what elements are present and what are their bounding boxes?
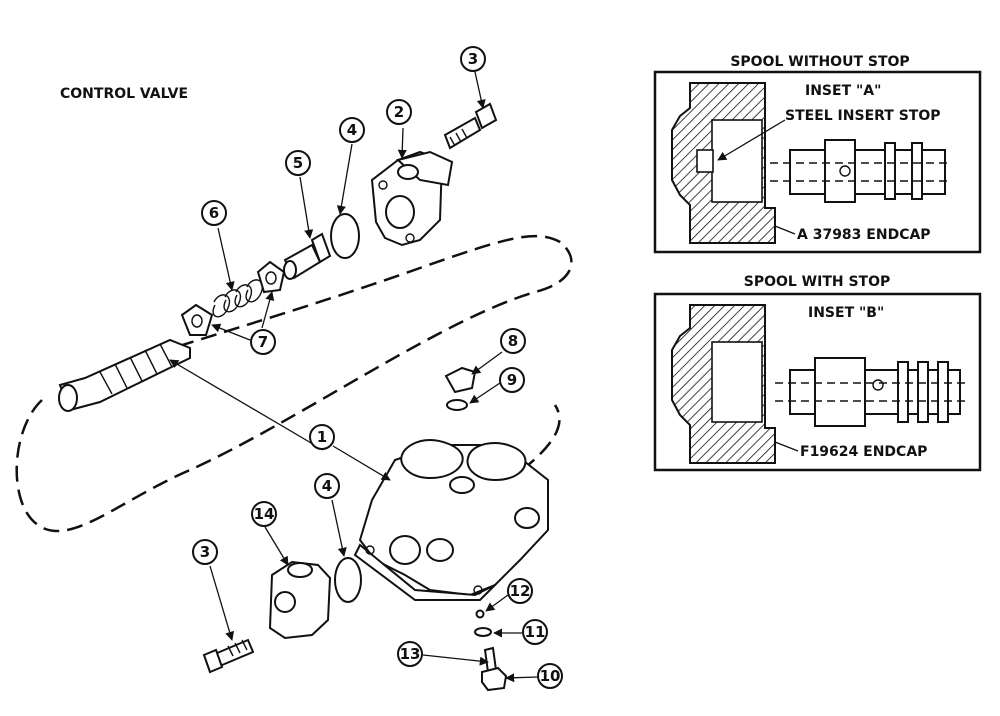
svg-text:6: 6 [209, 204, 219, 222]
inset-a-spool [770, 139, 950, 203]
svg-text:14: 14 [254, 505, 275, 523]
inset-a-steel-insert [696, 149, 714, 173]
o-ring-4-upper [330, 213, 360, 259]
valve-body-1 [353, 438, 549, 601]
bolt-3-upper [443, 102, 498, 150]
inset-b-bore [711, 341, 763, 423]
inset-a-label: INSET "A" [805, 83, 881, 99]
inset-b-endcap-label: F19624 ENDCAP [800, 444, 927, 460]
washer-11 [474, 627, 492, 637]
callout-5: 5 [285, 150, 311, 176]
washer-7-b [256, 260, 286, 294]
inset-b-spool [775, 357, 965, 427]
inset-a: SPOOL WITHOUT STOP INSET "A" STEEL INSER… [653, 54, 982, 254]
svg-text:13: 13 [400, 645, 421, 663]
alignment-loop-lower [521, 404, 561, 471]
inset-b-heading: SPOOL WITH STOP [744, 274, 891, 290]
o-ring-4-lower [334, 557, 362, 603]
callout-8: 8 [500, 328, 526, 354]
svg-text:8: 8 [508, 332, 518, 350]
svg-text:10: 10 [540, 667, 561, 685]
spring-6 [212, 279, 264, 318]
spool [58, 338, 191, 412]
svg-text:12: 12 [510, 582, 531, 600]
svg-text:11: 11 [525, 623, 546, 641]
svg-text:2: 2 [394, 103, 404, 121]
nut-10 [481, 666, 508, 692]
callout-14: 14 [251, 501, 277, 527]
svg-text:9: 9 [507, 371, 517, 389]
callout-3-lower: 3 [192, 539, 218, 565]
callout-1: 1 [309, 424, 335, 450]
alignment-loop [15, 234, 573, 533]
o-ring-9 [446, 399, 468, 411]
callout-2: 2 [386, 99, 412, 125]
inset-b: SPOOL WITH STOP INSET "B" F19624 ENDCAP [653, 274, 982, 472]
inset-a-bore [711, 119, 763, 203]
callout-3-upper: 3 [460, 46, 486, 72]
callout-7: 7 [250, 329, 276, 355]
ball-12 [475, 609, 485, 619]
svg-text:4: 4 [347, 121, 357, 139]
callout-10: 10 [537, 663, 563, 689]
callout-4-upper: 4 [339, 117, 365, 143]
callout-12: 12 [507, 578, 533, 604]
callout-11: 11 [522, 619, 548, 645]
svg-text:5: 5 [293, 154, 303, 172]
inset-b-label: INSET "B" [808, 305, 884, 321]
end-cap-2 [370, 150, 454, 247]
svg-text:4: 4 [322, 477, 332, 495]
end-cap-14 [268, 560, 332, 640]
diagram-title: CONTROL VALVE [60, 86, 188, 102]
svg-text:3: 3 [468, 50, 478, 68]
callout-9: 9 [499, 367, 525, 393]
callout-13: 13 [397, 641, 423, 667]
plug-8 [444, 366, 477, 394]
svg-text:7: 7 [258, 333, 268, 351]
inset-a-heading: SPOOL WITHOUT STOP [730, 54, 909, 70]
inset-a-stop-label: STEEL INSERT STOP [785, 108, 941, 124]
washer-7-a [180, 303, 214, 336]
callout-4-lower: 4 [314, 473, 340, 499]
plunger-5 [283, 232, 332, 280]
svg-text:1: 1 [317, 428, 327, 446]
inset-a-endcap-label: A 37983 ENDCAP [797, 227, 931, 243]
callout-6: 6 [201, 200, 227, 226]
bolt-3-lower [202, 638, 255, 674]
svg-text:3: 3 [200, 543, 210, 561]
